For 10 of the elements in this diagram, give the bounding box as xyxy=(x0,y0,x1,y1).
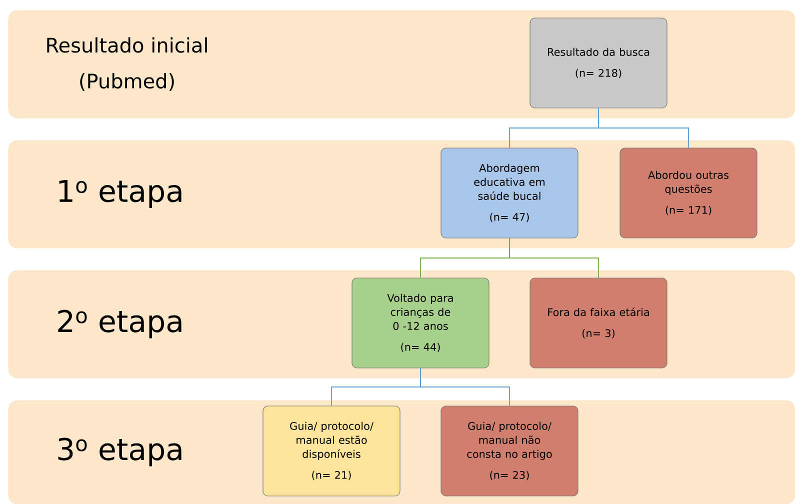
process-box: Guia/ protocolo/ manual não consta no artigo (n= 23) xyxy=(440,406,578,496)
process-box: Voltado para crianças de 0 -12 anos (n= 44) xyxy=(352,278,490,368)
process-box: Abordagem educativa em saúde bucal (n= 47) xyxy=(440,148,578,238)
process-box: Abordou outras questões (n= 171) xyxy=(620,148,758,238)
connector xyxy=(509,238,599,278)
process-box: Guia/ protocolo/ manual estão disponíveis (n= 21) xyxy=(262,406,400,496)
process-box: Resultado da busca (n= 218) xyxy=(530,18,668,108)
connector xyxy=(598,108,689,148)
process-box: Fora da faixa etária (n= 3) xyxy=(530,278,668,368)
connector xyxy=(420,368,510,406)
